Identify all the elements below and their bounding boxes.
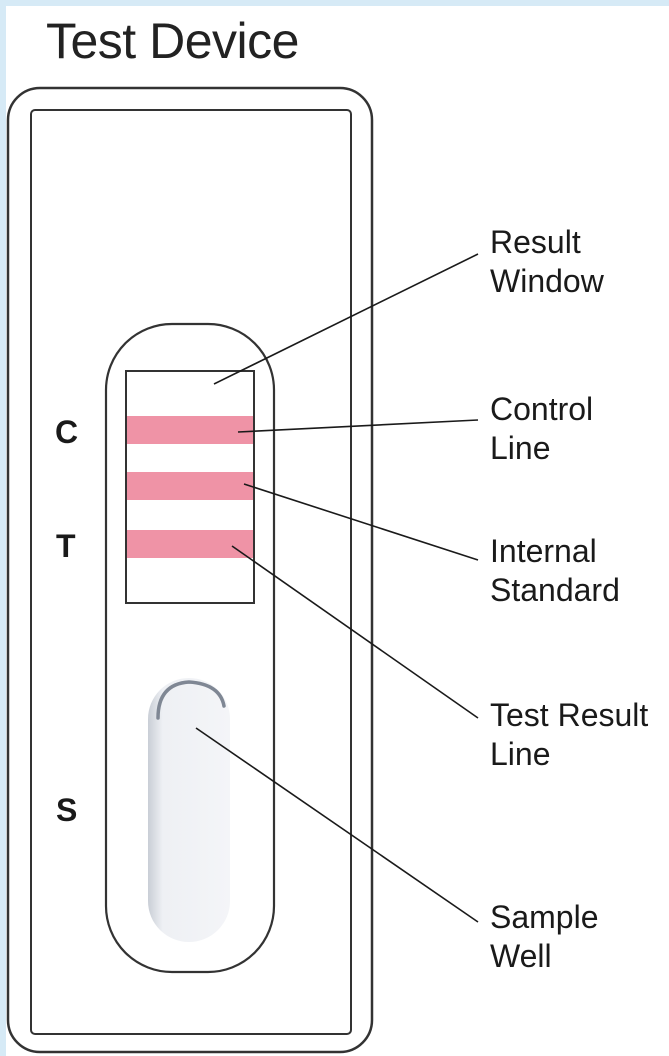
cassette-inner-border xyxy=(30,109,352,1035)
callout-control-line-line2: Line xyxy=(490,430,551,466)
callout-test-result-line-line2: Line xyxy=(490,736,551,772)
test-result-line-band xyxy=(127,530,253,558)
side-label-t: T xyxy=(56,528,76,564)
result-window-leader-line xyxy=(213,253,479,385)
internal-standard-leader-line xyxy=(243,483,479,561)
diagram-title: Test Device xyxy=(46,13,299,69)
callout-internal-standard-line1: Internal xyxy=(490,533,597,569)
sample-well-leader-line xyxy=(195,727,479,923)
sample-well-rim xyxy=(156,680,226,720)
side-label-c: C xyxy=(55,414,79,450)
callout-control-line-line1: Control xyxy=(490,391,594,427)
callout-test-result-line: Test Result Line xyxy=(490,696,648,774)
callout-sample-well-line2: Well xyxy=(490,938,552,974)
callout-result-window-line1: Result xyxy=(490,224,581,260)
callout-control-line: Control Line xyxy=(490,390,593,468)
control-line-leader-line xyxy=(237,419,479,433)
test-result-line-leader-line xyxy=(231,545,479,719)
callout-internal-standard-line2: Standard xyxy=(490,572,620,608)
test-device-diagram xyxy=(6,86,479,1054)
callout-test-result-line-line1: Test Result xyxy=(490,697,649,733)
internal-standard-band xyxy=(127,472,253,500)
callout-internal-standard: Internal Standard xyxy=(490,532,620,610)
sample-well xyxy=(148,678,230,942)
control-line-band xyxy=(127,416,253,444)
diagram-canvas: Test Device C T S Result Window Control … xyxy=(6,6,669,1056)
callout-sample-well: Sample Well xyxy=(490,898,599,976)
side-label-s: S xyxy=(56,792,78,828)
callout-result-window-line2: Window xyxy=(490,263,604,299)
callout-sample-well-line1: Sample xyxy=(490,899,599,935)
callout-result-window: Result Window xyxy=(490,223,604,301)
